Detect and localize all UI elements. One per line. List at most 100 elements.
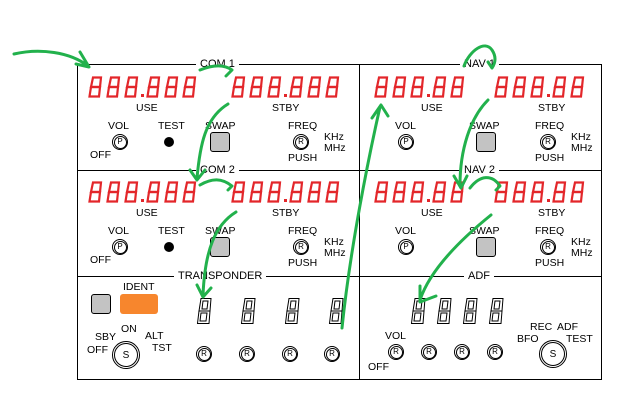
use-label: USE [421,207,443,219]
knob-letter: P [117,137,123,146]
segment-digit [146,181,161,203]
nav2-section: NAV 2 USE STBY VOL P [360,164,601,276]
decimal-point [547,94,550,97]
segment-digit [450,76,465,98]
section-title: NAV 1 [460,58,499,71]
com2-vol-knob[interactable]: P [112,239,128,255]
vol-label: VOL [108,225,130,237]
segment-digit [374,181,389,203]
segment-digit [196,297,213,325]
mode-rec-label: REC [530,321,553,333]
knob-letter: R [298,242,304,251]
com1-freq-knob[interactable]: R [293,134,309,150]
segment-digit [570,76,585,98]
decimal-point [141,199,144,202]
transponder-digit-knob[interactable]: R [196,346,212,362]
knob-letter: R [298,137,304,146]
test-label: TEST [158,225,185,237]
swap-label: SWAP [469,225,500,237]
segment-digit [432,76,447,98]
ident-button[interactable] [120,294,158,314]
segment-digit [164,181,179,203]
adf-mode-knob[interactable]: S [539,340,567,368]
stby-label: STBY [272,102,300,114]
knob-letter: R [201,349,207,358]
section-title: TRANSPONDER [174,270,267,283]
segment-digit [249,76,264,98]
vol-label: VOL [395,120,417,132]
stby-label: STBY [272,207,300,219]
adf-freq-display [410,297,505,325]
section-title: NAV 2 [460,164,499,177]
mhz-label: MHz [571,247,593,259]
decimal-point [427,199,430,202]
segment-digit [436,297,453,325]
push-label: PUSH [288,257,318,269]
nav1-vol-knob[interactable]: P [398,134,414,150]
knob-letter: R [287,349,293,358]
transponder-gray-button[interactable] [91,294,111,314]
khz-label: KHz [324,236,344,248]
com2-test-button[interactable] [164,242,174,252]
nav1-stby-display [494,76,585,98]
segment-digit [267,181,282,203]
swap-label: SWAP [469,120,500,132]
com1-swap-button[interactable] [210,132,230,152]
decimal-point [547,199,550,202]
com1-vol-knob[interactable]: P [112,134,128,150]
nav2-vol-knob[interactable]: P [398,239,414,255]
mhz-label: MHz [324,142,346,154]
transponder-digit-knob[interactable]: R [239,346,255,362]
segment-digit [88,181,103,203]
mode-tst-label: TST [152,342,172,354]
knob-letter: R [426,347,432,356]
nav1-section: NAV 1 USE STBY VOL P [360,58,601,170]
com1-test-button[interactable] [164,137,174,147]
segment-digit [374,76,389,98]
com2-stby-display [231,181,340,203]
com2-swap-button[interactable] [210,237,230,257]
transponder-digit-knob[interactable]: R [282,346,298,362]
segment-digit [494,181,509,203]
mode-on-label: ON [121,323,137,335]
freq-label: FREQ [535,225,565,237]
nav1-freq-knob[interactable]: R [540,134,556,150]
segment-digit [307,76,322,98]
vol-label: VOL [108,120,130,132]
vol-label: VOL [385,330,407,342]
transponder-digit-knob[interactable]: R [324,346,340,362]
segment-digit [512,76,527,98]
decimal-point [141,94,144,97]
segment-digit [88,76,103,98]
segment-digit [307,181,322,203]
nav2-swap-button[interactable] [476,237,496,257]
segment-digit [284,297,301,325]
vol-label: VOL [395,225,417,237]
stby-label: STBY [538,207,566,219]
knob-letter: R [244,349,250,358]
nav2-freq-knob[interactable]: R [540,239,556,255]
segment-digit [432,181,447,203]
knob-letter: R [393,347,399,356]
segment-digit [552,76,567,98]
freq-label: FREQ [535,120,565,132]
com2-freq-knob[interactable]: R [293,239,309,255]
adf-freq-knob[interactable]: R [421,344,437,360]
segment-digit [410,181,425,203]
adf-freq-knob[interactable]: R [454,344,470,360]
segment-digit [106,76,121,98]
transponder-mode-knob[interactable]: S [112,341,140,369]
mhz-label: MHz [324,247,346,259]
nav1-swap-button[interactable] [476,132,496,152]
segment-digit [106,181,121,203]
push-label: PUSH [288,152,318,164]
adf-freq-knob[interactable]: R [487,344,503,360]
adf-vol-knob[interactable]: R [388,344,404,360]
mhz-label: MHz [571,142,593,154]
segment-digit [552,181,567,203]
segment-digit [231,181,246,203]
knob-letter: R [459,347,465,356]
decimal-point [427,94,430,97]
stby-label: STBY [538,102,566,114]
segment-digit [325,76,340,98]
